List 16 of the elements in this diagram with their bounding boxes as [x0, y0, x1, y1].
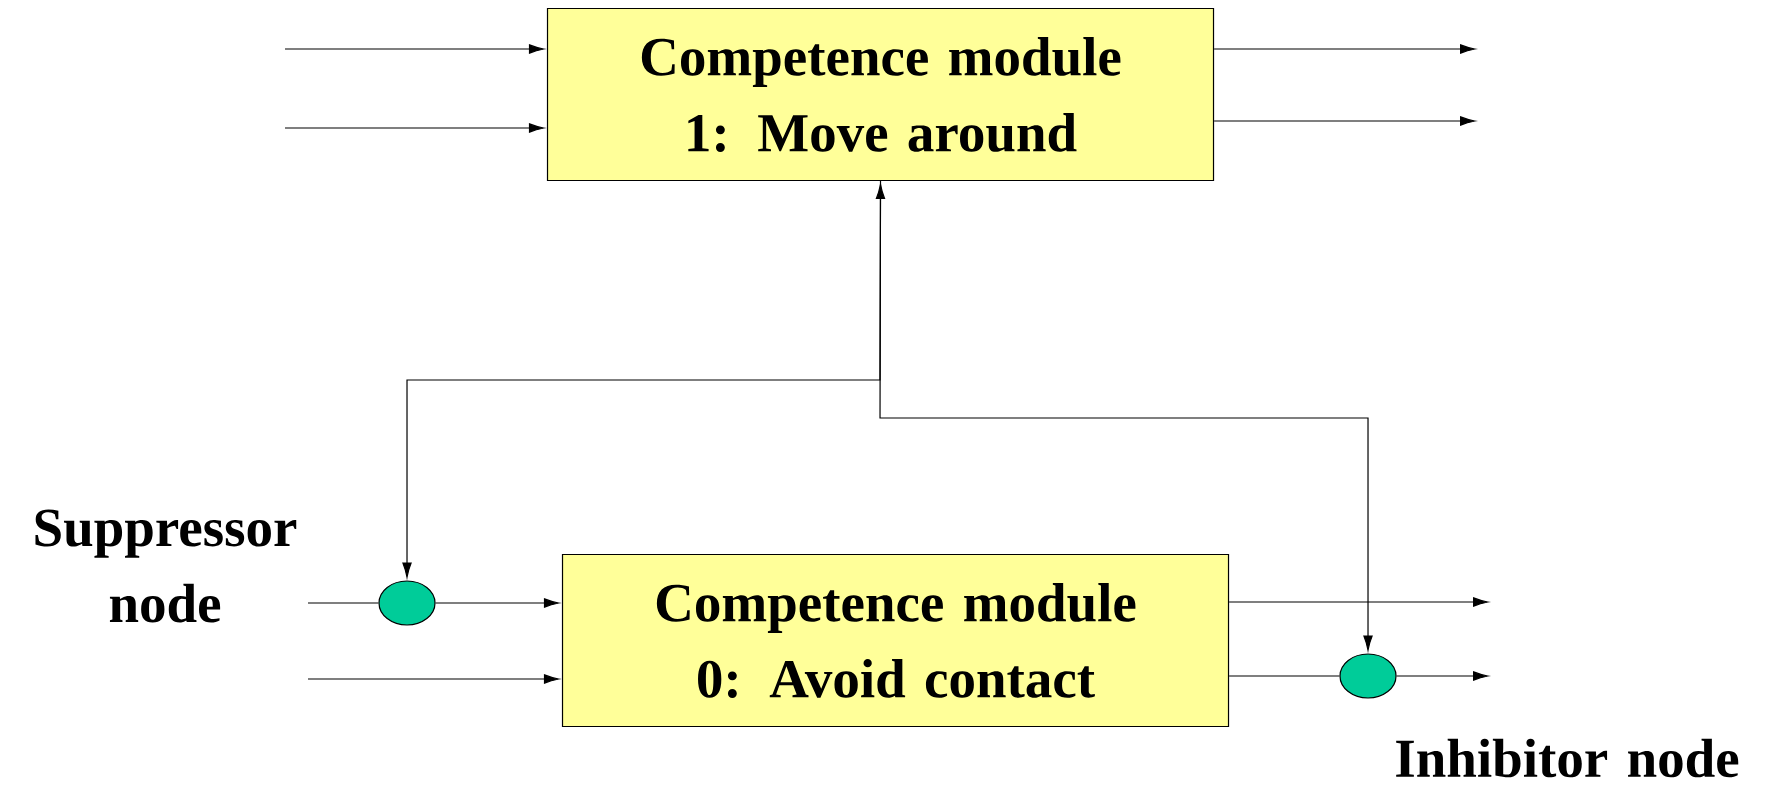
arrow [1396, 671, 1489, 681]
suppressor-node [378, 580, 436, 626]
node-label: Inhibitor node [1396, 738, 1739, 778]
arrow [1213, 116, 1476, 126]
arrow [307, 674, 560, 684]
arrow [1213, 44, 1476, 54]
arrow [284, 44, 545, 54]
module-box: Competence module 1: Move around [546, 7, 1215, 182]
arrow [1228, 597, 1489, 607]
arrow [284, 123, 545, 133]
arrow [435, 598, 560, 608]
arrow [402, 183, 886, 578]
module-box: Competence module 0: Avoid contact [561, 553, 1230, 728]
inhibitor-node [1339, 653, 1397, 699]
arrow [879, 180, 1373, 651]
node-label: Suppressor node [35, 509, 297, 623]
